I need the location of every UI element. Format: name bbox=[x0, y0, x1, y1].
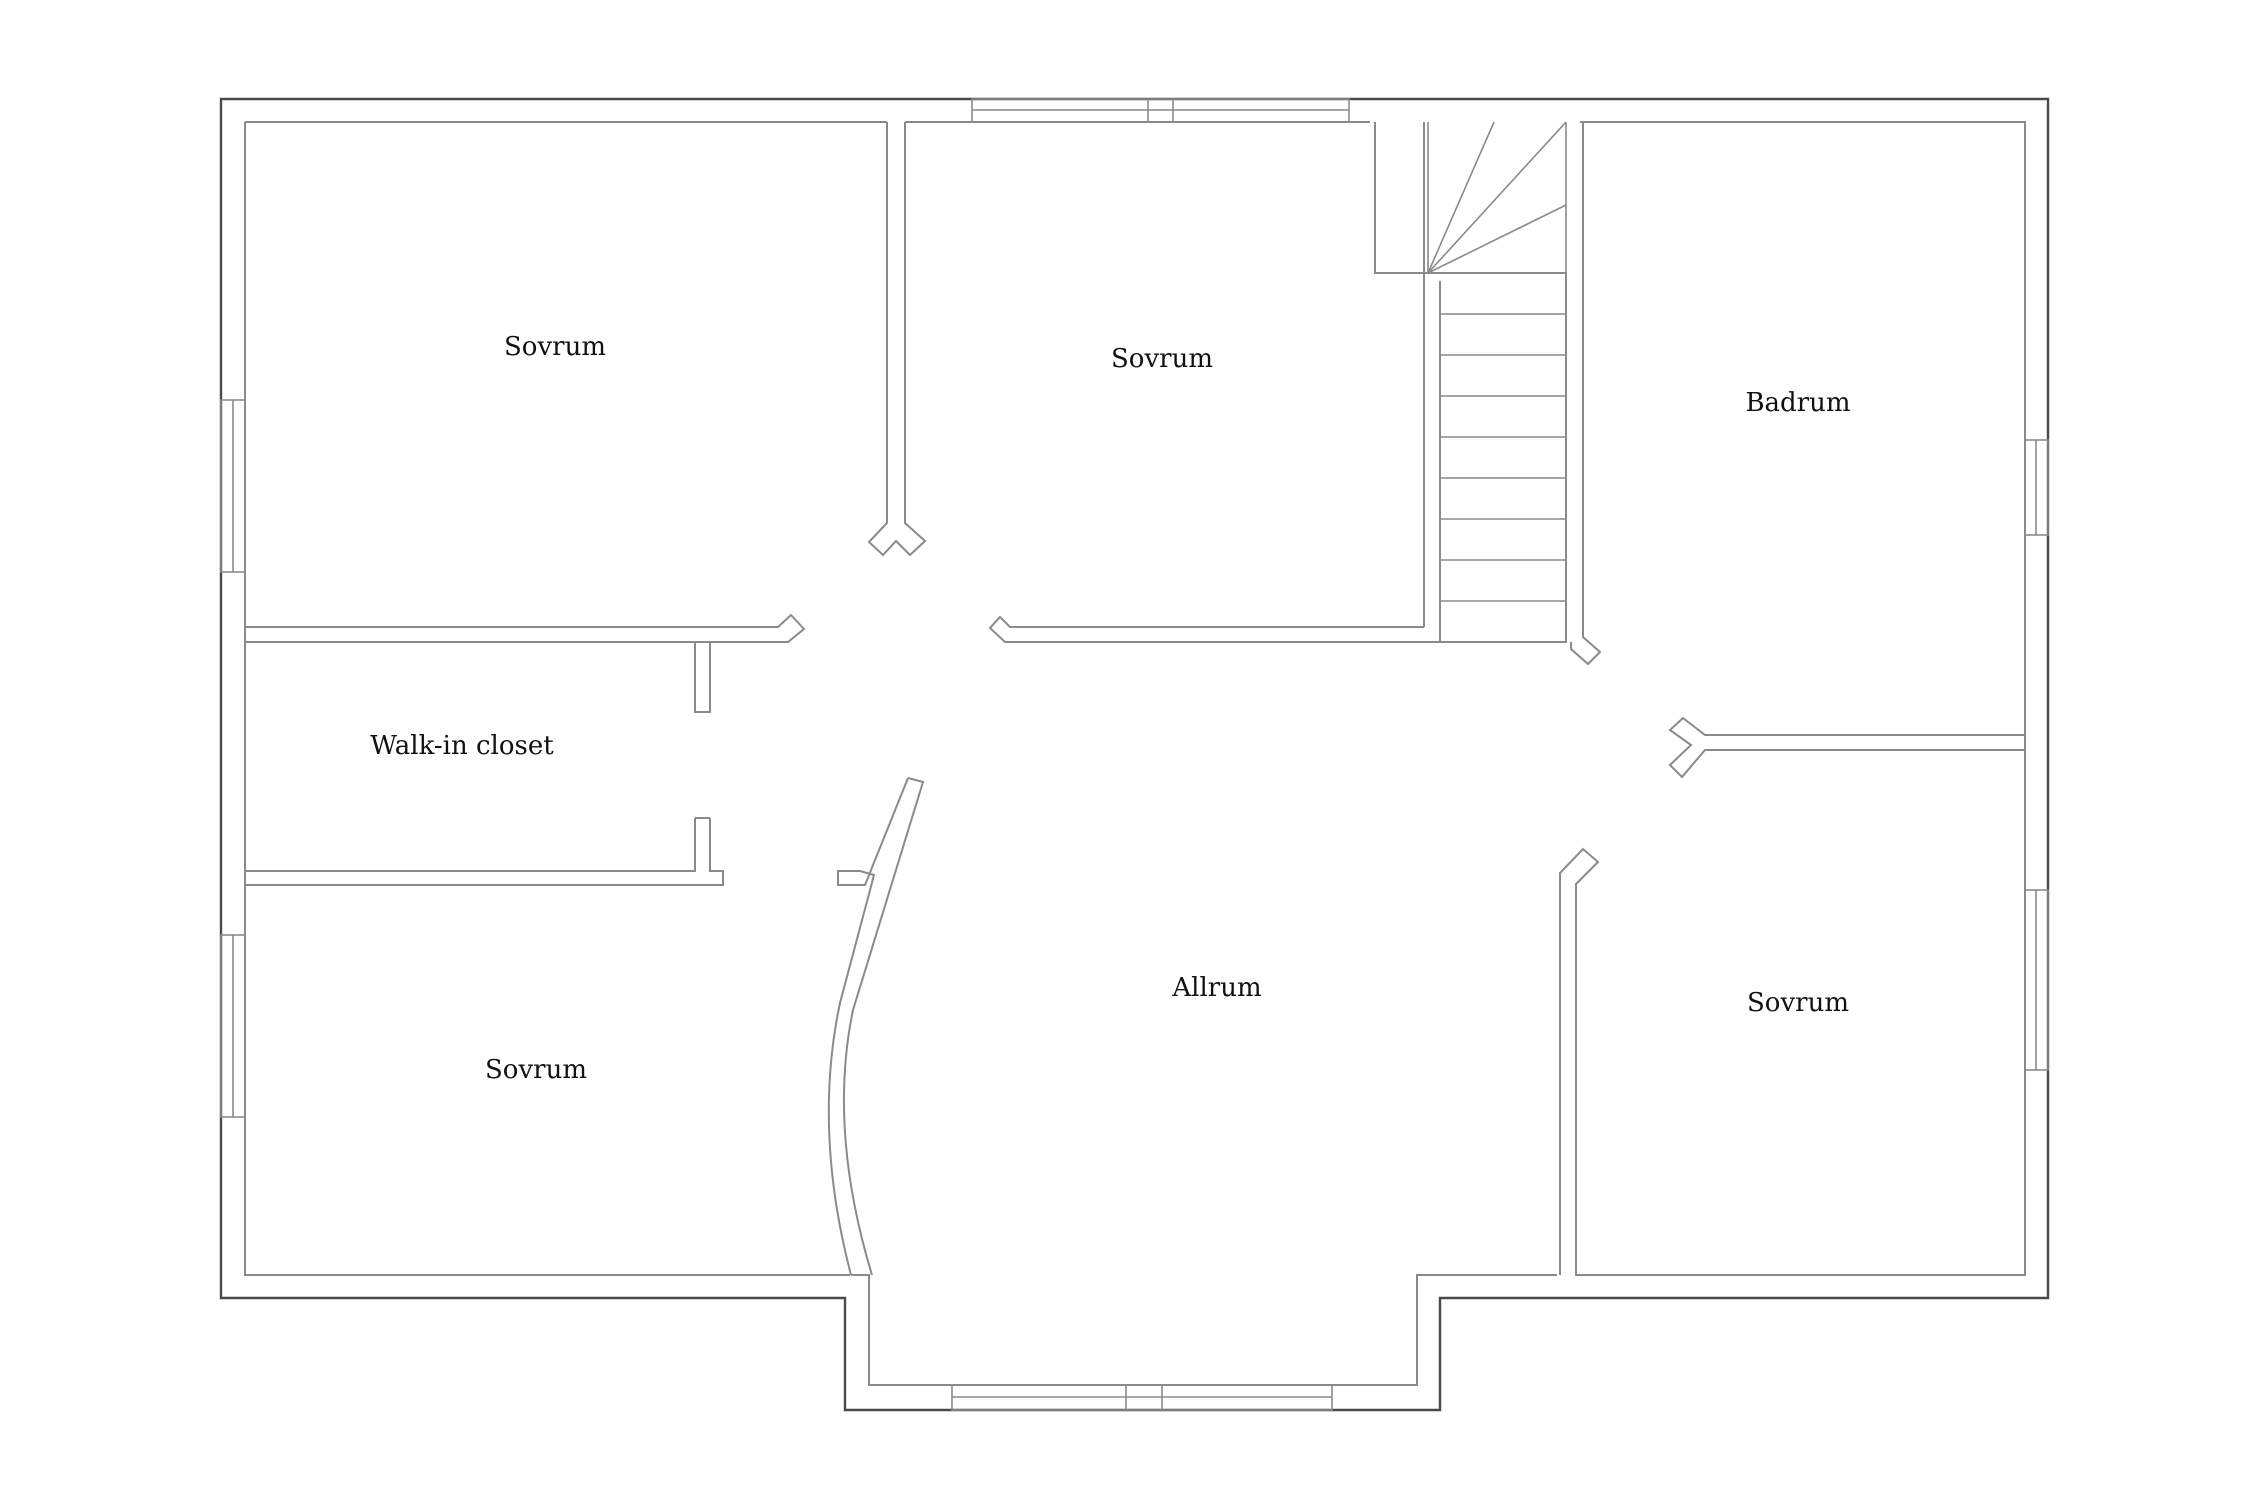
window-right-bottom bbox=[2024, 889, 2049, 1071]
window-top bbox=[971, 98, 1350, 123]
room-label-bedroom-top-left: Sovrum bbox=[504, 332, 606, 362]
room-label-bedroom-top-middle: Sovrum bbox=[1111, 344, 1213, 374]
wall-bedroom-closet bbox=[245, 613, 806, 643]
closet-stub-bottom bbox=[245, 817, 724, 886]
wall-curved bbox=[827, 777, 925, 1276]
staircase bbox=[1374, 121, 1567, 643]
room-label-bedroom-bottom-right: Sovrum bbox=[1747, 988, 1849, 1018]
wall-bathroom-left bbox=[1570, 122, 1602, 666]
wall-bathroom-bottom bbox=[1668, 716, 2025, 779]
room-label-walk-in-closet: Walk-in closet bbox=[370, 731, 554, 761]
window-bottom bbox=[951, 1384, 1333, 1411]
window-left-top bbox=[220, 399, 246, 573]
wall-bedrooms-top bbox=[867, 122, 927, 557]
window-left-bottom bbox=[220, 934, 246, 1118]
wall-livingroom-right bbox=[1559, 847, 1600, 1275]
room-label-bedroom-bottom-left: Sovrum bbox=[485, 1055, 587, 1085]
closet-stub-top bbox=[694, 642, 711, 713]
window-right-top bbox=[2024, 439, 2049, 536]
room-label-bathroom: Badrum bbox=[1745, 388, 1850, 418]
wall-bedroom-middle-bottom bbox=[988, 122, 1441, 643]
room-label-living-room: Allrum bbox=[1171, 973, 1261, 1003]
